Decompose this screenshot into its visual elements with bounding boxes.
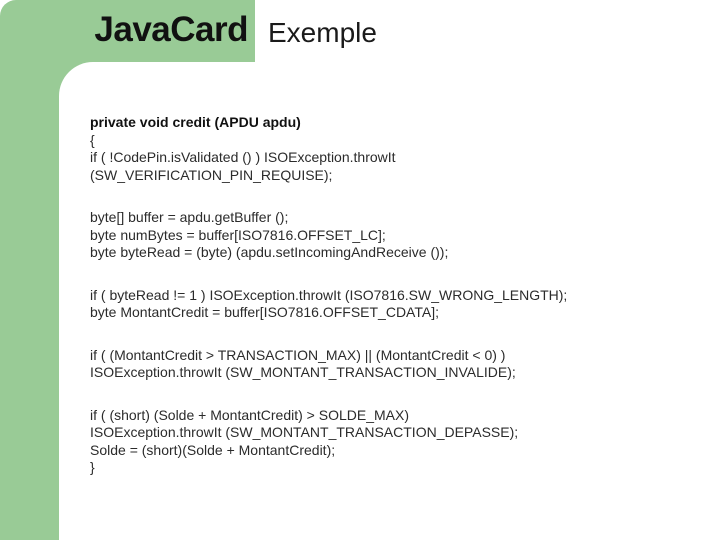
slide-subtitle: Exemple [268, 17, 377, 48]
code-line: (SW_VERIFICATION_PIN_REQUISE); [90, 166, 333, 183]
code-line: byte MontantCredit = buffer[ISO7816.OFFS… [90, 304, 439, 320]
code-line: ISOException.throwIt (SW_MONTANT_TRANSAC… [90, 424, 519, 440]
code-line: ISOException.throwIt (SW_MONTANT_TRANSAC… [90, 364, 516, 380]
code-block-buffer: byte[] buffer = apdu.getBuffer (); byte … [90, 209, 690, 262]
code-block-transaction-check: if ( (MontantCredit > TRANSACTION_MAX) |… [90, 347, 690, 382]
code-line: Solde = (short)(Solde + MontantCredit); [90, 441, 336, 458]
code-line: byte numBytes = buffer[ISO7816.OFFSET_LC… [90, 226, 386, 243]
code-line: if ( byteRead != 1 ) ISOException.throwI… [90, 286, 568, 303]
code-line: byte[] buffer = apdu.getBuffer (); [90, 209, 289, 225]
code-line: byte byteRead = (byte) (apdu.setIncoming… [90, 244, 449, 260]
code-line: if ( (short) (Solde + MontantCredit) > S… [90, 406, 409, 423]
code-area: private void credit (APDU apdu) { if ( !… [90, 114, 690, 502]
slide-title: JavaCard [94, 10, 248, 49]
code-line: if ( (MontantCredit > TRANSACTION_MAX) |… [90, 346, 506, 363]
code-line: if ( !CodePin.isValidated () ) ISOExcept… [90, 149, 396, 165]
content-panel [59, 62, 720, 540]
code-block-solde-update: if ( (short) (Solde + MontantCredit) > S… [90, 407, 690, 477]
code-block-signature: private void credit (APDU apdu) { if ( !… [90, 114, 690, 184]
code-line: } [90, 459, 95, 475]
code-block-length-check: if ( byteRead != 1 ) ISOException.throwI… [90, 287, 690, 322]
code-line: { [90, 131, 95, 148]
code-line: private void credit (APDU apdu) [90, 114, 301, 130]
